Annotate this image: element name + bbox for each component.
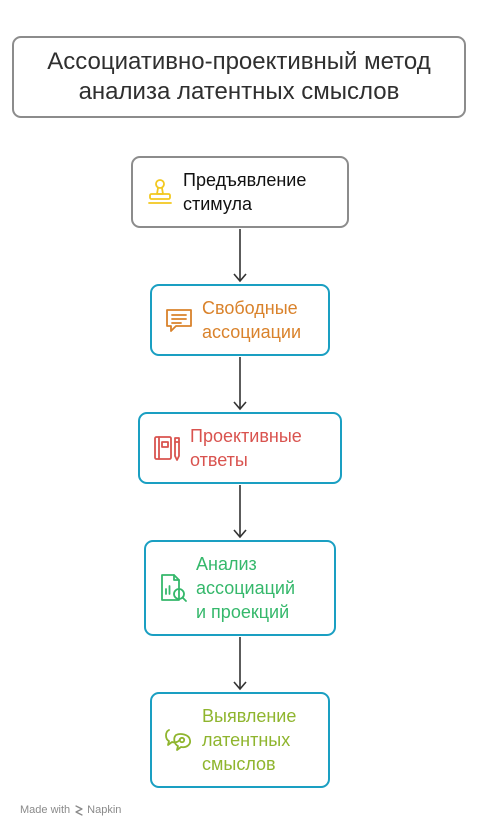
step-analysis: Анализ ассоциаций и проекций [144,540,336,636]
step-reveal-latent-meanings: Выявление латентных смыслов [150,692,330,788]
arrowhead-3-4 [233,529,247,539]
title-box: Ассоциативно-проективный метод анализа л… [12,36,466,118]
stamp-icon [143,175,177,209]
step-projective-answers: Проективные ответы [138,412,342,484]
arrowhead-4-5 [233,681,247,691]
speech-bubble-icon [162,303,196,337]
step-present-stimulus: Предъявление стимула [131,156,349,228]
chat-bubbles-icon [162,723,196,757]
made-with-text: Made with [20,804,71,816]
step-label: Свободные ассоциации [202,298,302,342]
napkin-brand-text: Napkin [87,804,122,816]
step-free-associations: Свободные ассоциации [150,284,330,356]
napkin-logo-icon [74,804,84,816]
notebook-pencil-icon [150,431,184,465]
document-search-icon [156,571,190,605]
step-label: Предъявление стимула [183,170,307,214]
diagram-title: Ассоциативно-проективный метод анализа л… [47,48,431,105]
footer-watermark: Made with Napkin [20,804,121,816]
arrowhead-2-3 [233,401,247,411]
step-label: Выявление латентных смыслов [202,706,297,774]
arrowhead-1-2 [233,273,247,283]
step-label: Проективные ответы [190,426,302,470]
step-label: Анализ ассоциаций и проекций [196,554,296,622]
